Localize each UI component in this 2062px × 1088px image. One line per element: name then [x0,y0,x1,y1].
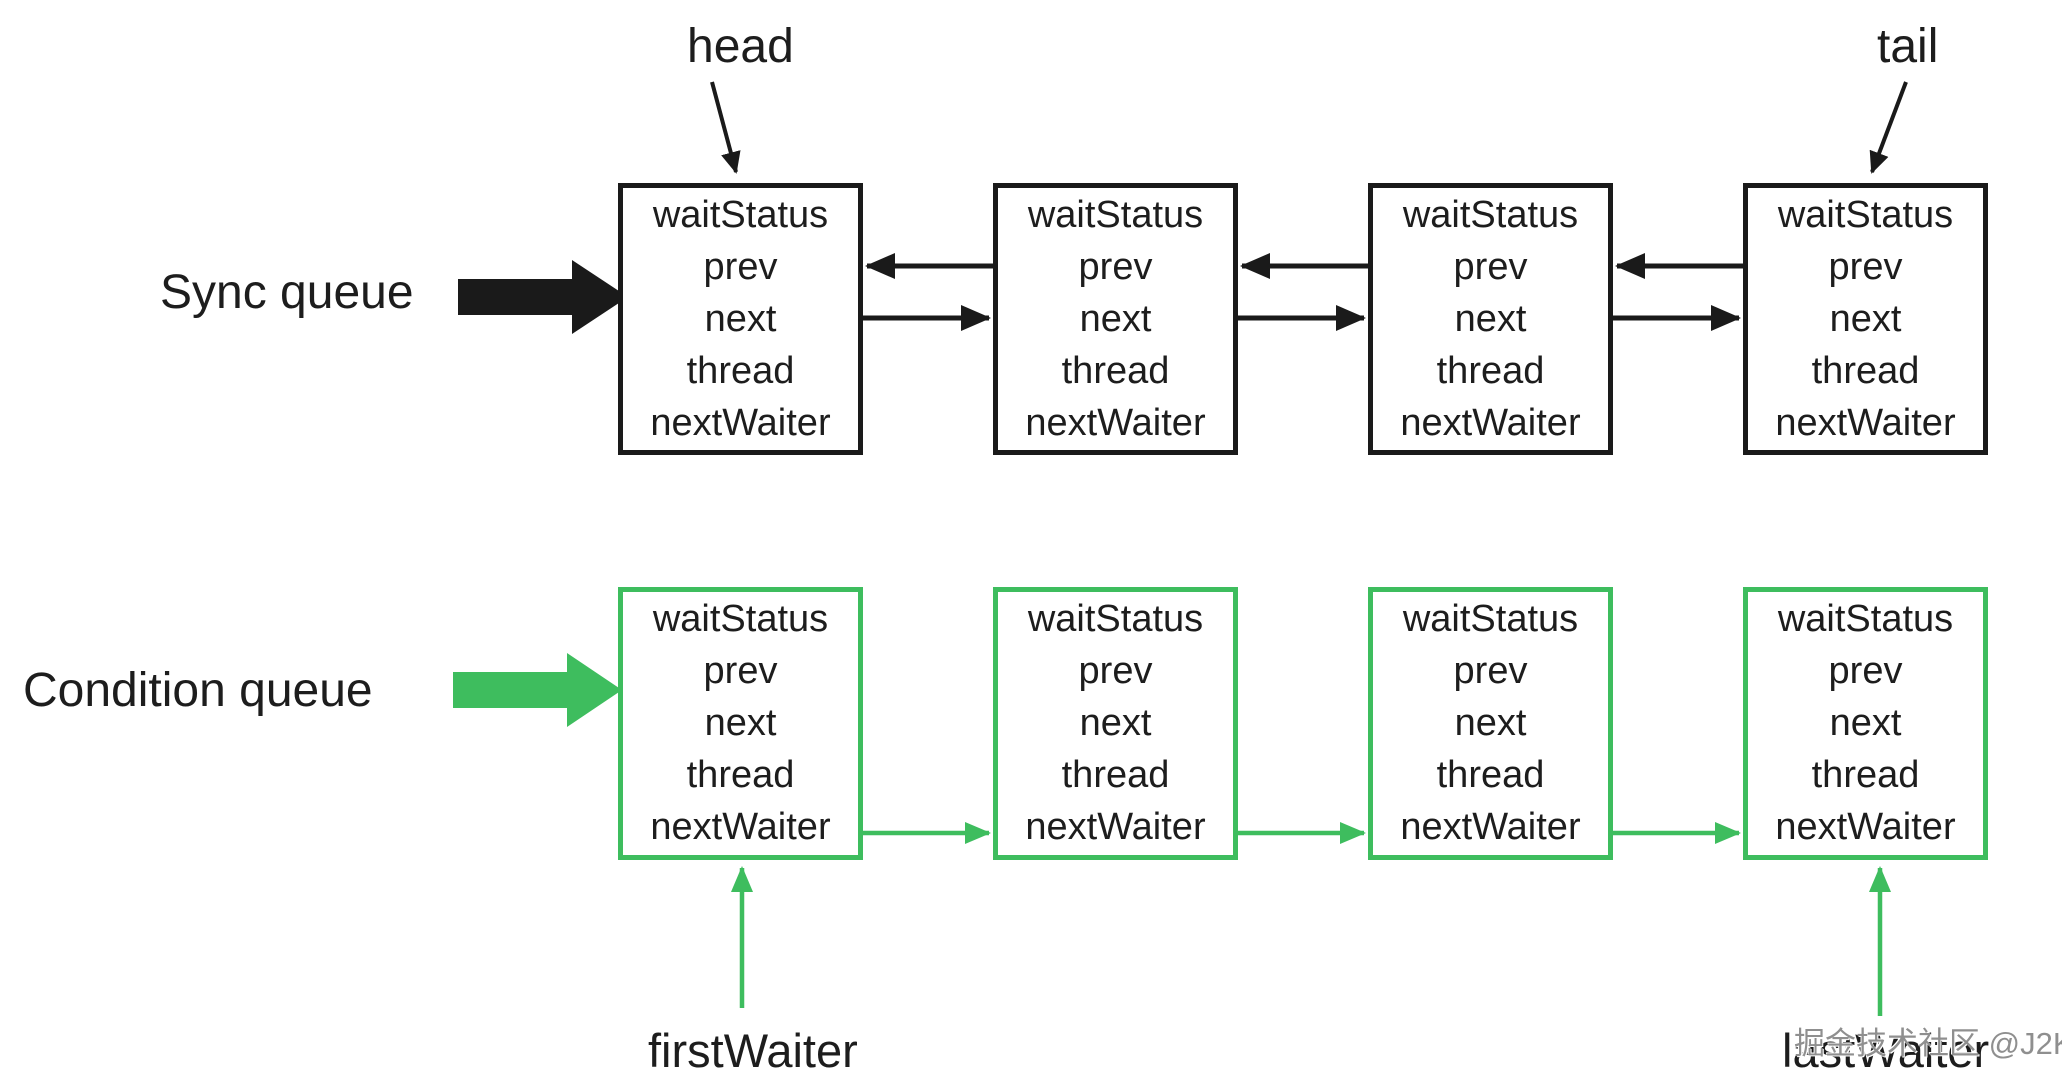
field-nextwaiter: nextWaiter [1025,402,1206,444]
sync-queue-arrow [458,260,628,334]
field-nextwaiter: nextWaiter [1775,806,1956,848]
field-waitstatus: waitStatus [1027,194,1204,236]
field-thread: thread [1811,754,1920,796]
field-waitstatus: waitStatus [1402,194,1579,236]
field-thread: thread [1811,350,1920,392]
field-prev: prev [1453,650,1528,692]
field-thread: thread [1061,350,1170,392]
tail-label: tail [1877,20,1939,73]
field-next: next [704,702,777,744]
field-nextwaiter: nextWaiter [650,806,831,848]
field-waitstatus: waitStatus [652,598,829,640]
condition-node-2: waitStatus prev next thread nextWaiter [993,587,1238,860]
field-prev: prev [1828,246,1903,288]
condition-queue-label: Condition queue [23,664,373,717]
field-thread: thread [686,754,795,796]
field-next: next [1829,702,1902,744]
field-thread: thread [1436,350,1545,392]
sync-node-3: waitStatus prev next thread nextWaiter [1368,183,1613,455]
juejin-watermark: 掘金技术社区 @J2K [1794,1026,2062,1061]
sync-queue-label: Sync queue [160,266,414,319]
field-waitstatus: waitStatus [1402,598,1579,640]
field-nextwaiter: nextWaiter [1400,806,1581,848]
field-prev: prev [1078,246,1153,288]
condition-node-1: waitStatus prev next thread nextWaiter [618,587,863,860]
field-nextwaiter: nextWaiter [1025,806,1206,848]
field-nextwaiter: nextWaiter [650,402,831,444]
field-prev: prev [1828,650,1903,692]
sync-node-1: waitStatus prev next thread nextWaiter [618,183,863,455]
field-prev: prev [703,650,778,692]
field-next: next [1079,702,1152,744]
head-pointer-arrow [710,81,741,174]
field-prev: prev [1078,650,1153,692]
field-nextwaiter: nextWaiter [1400,402,1581,444]
firstwaiter-label: firstWaiter [648,1024,858,1077]
field-waitstatus: waitStatus [1777,598,1954,640]
condition-queue-arrow [453,653,622,727]
field-thread: thread [1061,754,1170,796]
field-prev: prev [1453,246,1528,288]
lastwaiter-label: lastWaiter [1782,1024,1990,1077]
field-nextwaiter: nextWaiter [1775,402,1956,444]
sync-node-4: waitStatus prev next thread nextWaiter [1743,183,1988,455]
field-next: next [1079,298,1152,340]
field-thread: thread [686,350,795,392]
field-next: next [1454,702,1527,744]
field-waitstatus: waitStatus [1777,194,1954,236]
field-next: next [1454,298,1527,340]
field-next: next [704,298,777,340]
sync-node-2: waitStatus prev next thread nextWaiter [993,183,1238,455]
field-waitstatus: waitStatus [1027,598,1204,640]
tail-pointer-arrow [1869,81,1908,174]
field-next: next [1829,298,1902,340]
field-waitstatus: waitStatus [652,194,829,236]
condition-node-3: waitStatus prev next thread nextWaiter [1368,587,1613,860]
field-prev: prev [703,246,778,288]
condition-node-4: waitStatus prev next thread nextWaiter [1743,587,1988,860]
head-label: head [687,20,794,73]
field-thread: thread [1436,754,1545,796]
